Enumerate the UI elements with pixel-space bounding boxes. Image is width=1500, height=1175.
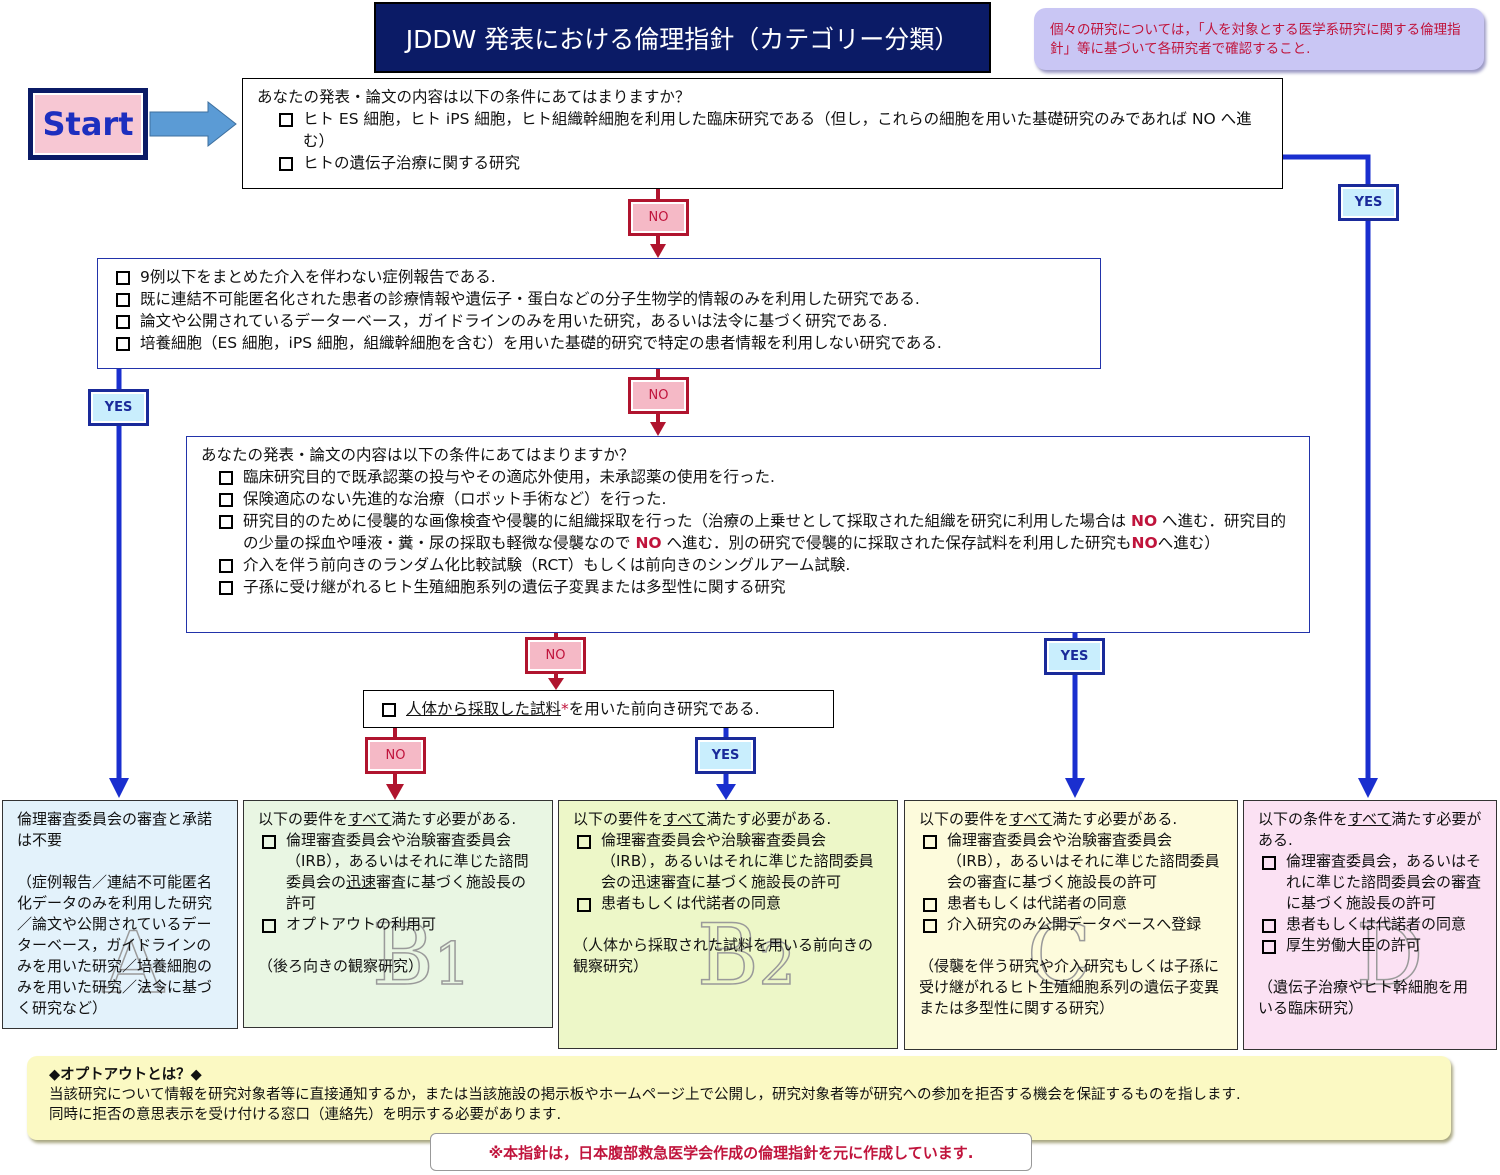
- category-letter-b2: B2: [696, 906, 796, 1004]
- checkbox-icon: [219, 581, 233, 595]
- checkbox-icon: [219, 471, 233, 485]
- category-letter-a: A: [102, 914, 164, 1012]
- question-1-prompt: あなたの発表・論文の内容は以下の条件にあてはまりますか？: [257, 88, 691, 106]
- checkbox-icon: [116, 271, 130, 285]
- page-title: JDDW 発表における倫理指針（カテゴリー分類）: [374, 2, 991, 73]
- start-arrow: [149, 100, 237, 148]
- result-category-b2: B2 以下の要件をすべて満たす必要がある. 倫理審査委員会や治験審査委員会（IR…: [558, 800, 898, 1049]
- start-node: Start: [28, 88, 148, 160]
- checkbox-icon: [219, 515, 233, 529]
- q4-yes-label: YES: [695, 737, 756, 774]
- checkbox-icon: [219, 559, 233, 573]
- checkbox-icon: [923, 835, 937, 849]
- q3-arrowhead: [650, 422, 666, 436]
- guideline-note: 個々の研究については，「人を対象とする医学系研究に関する倫理指針」等に基づいて各…: [1034, 8, 1484, 70]
- checkbox-icon: [279, 113, 293, 127]
- question-3-item: 保険適応のない先進的な治療（ロボット手術など）を行った.: [215, 488, 1295, 510]
- source-footnote: ※本指針は，日本腹部救急医学会作成の倫理指針を元に作成しています.: [430, 1133, 1032, 1171]
- q1-no-label: NO: [628, 199, 689, 236]
- result-category-c: C 以下の要件をすべて満たす必要がある. 倫理審査委員会や治験審査委員会（IRB…: [904, 800, 1238, 1050]
- question-2-item: 9例以下をまとめた介入を伴わない症例報告である.: [112, 266, 1086, 288]
- checkbox-icon: [577, 898, 591, 912]
- checkbox-icon: [577, 835, 591, 849]
- checkbox-icon: [219, 493, 233, 507]
- checkbox-icon: [1262, 940, 1276, 954]
- q2-yes-label: YES: [88, 389, 149, 426]
- question-2-item: 既に連結不可能匿名化された患者の診療情報や遺伝子・蛋白などの分子生物学的情報のみ…: [112, 288, 1086, 310]
- checkbox-icon: [1262, 856, 1276, 870]
- question-1-item: ヒトの遺伝子治療に関する研究: [257, 152, 1268, 174]
- checkbox-icon: [923, 919, 937, 933]
- q1-yes-line: [1283, 154, 1371, 780]
- q3-yes-label: YES: [1044, 638, 1105, 675]
- result-category-a: A 倫理審査委員会の審査と承諾は不要 （症例報告／連結不可能匿名化データのみを利…: [2, 800, 238, 1029]
- question-4: 人体から採取した試料*を用いた前向き研究である.: [363, 690, 834, 728]
- question-3: あなたの発表・論文の内容は以下の条件にあてはまりますか？ 臨床研究目的で既承認薬…: [186, 436, 1310, 633]
- result-category-d: D 以下の条件をすべて満たす必要がある. 倫理審査委員会，あるいはそれに準じた諮…: [1243, 800, 1497, 1050]
- optout-line-1: 当該研究について情報を研究対象者等に直接通知するか，または当該施設の掲示板やホー…: [49, 1087, 1241, 1103]
- q4-no-label: NO: [365, 737, 426, 774]
- question-3-item: 子孫に受け継がれるヒト生殖細胞系列の遺伝子変異または多型性に関する研究: [215, 576, 1295, 598]
- checkbox-icon: [923, 898, 937, 912]
- b1-arrowhead: [386, 784, 404, 800]
- question-1: あなたの発表・論文の内容は以下の条件にあてはまりますか？ ヒト ES 細胞，ヒト…: [242, 78, 1283, 189]
- q3-no-label: NO: [525, 637, 586, 674]
- q4-arrowhead: [548, 678, 564, 690]
- question-3-item: 研究目的のために侵襲的な画像検査や侵襲的に組織採取を行った（治療の上乗せとして採…: [215, 510, 1295, 554]
- question-2-item: 培養細胞（ES 細胞，iPS 細胞，組織幹細胞を含む）を用いた基礎的研究で特定の…: [112, 332, 1086, 354]
- checkbox-icon: [262, 835, 276, 849]
- category-letter-b1: B1: [371, 906, 471, 1004]
- checkbox-icon: [116, 315, 130, 329]
- question-3-prompt: あなたの発表・論文の内容は以下の条件にあてはまりますか？: [201, 446, 635, 464]
- checkbox-icon: [279, 157, 293, 171]
- checkbox-icon: [382, 703, 396, 717]
- optout-line-2: 同時に拒否の意思表示を受け付ける窓口（連絡先）を明示する必要があります.: [49, 1107, 562, 1123]
- question-1-item: ヒト ES 細胞，ヒト iPS 細胞，ヒト組織幹細胞を利用した臨床研究である（但…: [257, 108, 1268, 152]
- checkbox-icon: [116, 337, 130, 351]
- question-2-item: 論文や公開されているデーターベース，ガイドラインのみを用いた研究，あるいは法令に…: [112, 310, 1086, 332]
- question-3-item: 介入を伴う前向きのランダム化比較試験（RCT）もしくは前向きのシングルアーム試験…: [215, 554, 1295, 576]
- q2-arrowhead: [650, 244, 666, 258]
- question-3-item: 臨床研究目的で既承認薬の投与やその適応外使用，未承認薬の使用を行った.: [215, 466, 1295, 488]
- b2-arrowhead: [716, 784, 736, 800]
- checkbox-icon: [262, 919, 276, 933]
- category-letter-c: C: [1026, 906, 1092, 1004]
- d-arrowhead: [1358, 778, 1378, 798]
- optout-explanation: ◆オプトアウトとは？◆ 当該研究について情報を研究対象者等に直接通知するか，また…: [27, 1056, 1451, 1140]
- q2-no-label: NO: [628, 377, 689, 414]
- category-letter-d: D: [1355, 906, 1424, 1004]
- question-2: 9例以下をまとめた介入を伴わない症例報告である. 既に連結不可能匿名化された患者…: [97, 258, 1101, 369]
- checkbox-icon: [116, 293, 130, 307]
- result-category-b1: B1 以下の要件をすべて満たす必要がある. 倫理審査委員会や治験審査委員会（IR…: [243, 800, 553, 1028]
- checkbox-icon: [1262, 919, 1276, 933]
- a-arrowhead: [109, 778, 129, 798]
- optout-title: ◆オプトアウトとは？◆: [49, 1067, 202, 1083]
- q1-yes-label: YES: [1338, 184, 1399, 221]
- c-arrowhead: [1065, 778, 1085, 798]
